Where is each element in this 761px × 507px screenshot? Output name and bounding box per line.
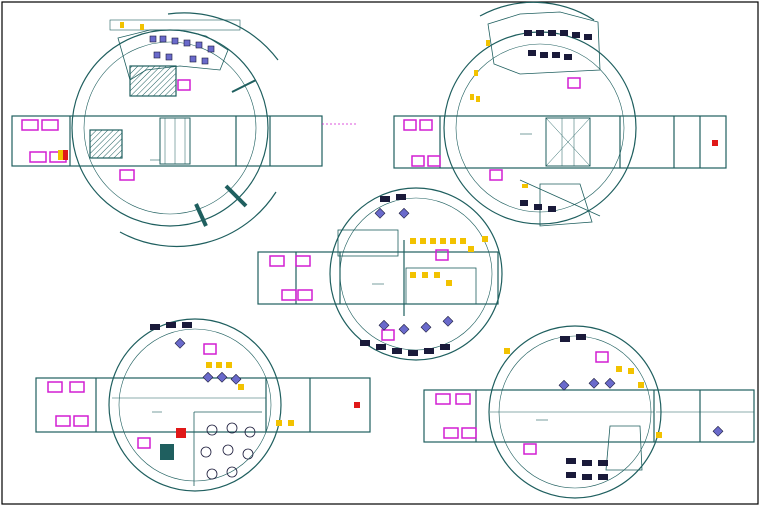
- dimension-marks: [150, 133, 548, 421]
- furniture-plan-2: [403, 30, 718, 212]
- floor-plan-3: [257, 187, 503, 361]
- furniture-plan-1: [21, 22, 215, 181]
- floor-plan-4: [35, 318, 371, 492]
- floor-plan-1: [11, 12, 356, 248]
- floor-plan-5: [423, 325, 755, 499]
- furniture-plan-4: [47, 322, 360, 480]
- furniture-plan-5: [435, 334, 724, 480]
- furniture-plan-3: [269, 194, 488, 356]
